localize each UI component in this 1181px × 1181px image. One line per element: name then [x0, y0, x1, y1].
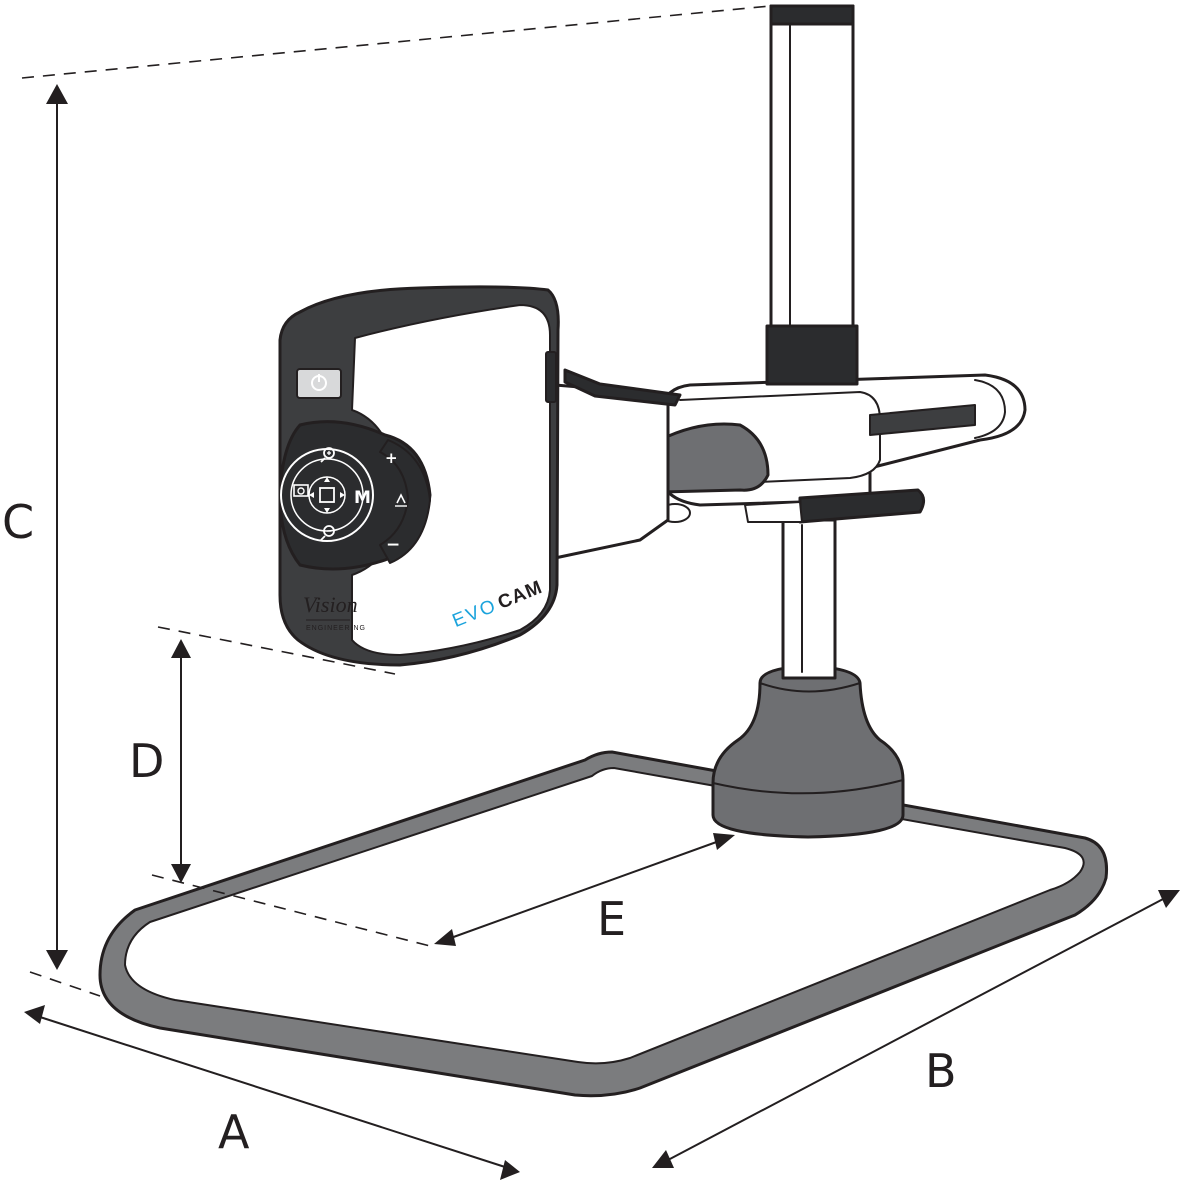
dimension-e: E	[434, 833, 735, 946]
dimension-d: D	[129, 626, 431, 947]
plus-button[interactable]: +	[385, 449, 398, 467]
dimension-c-arrow-bottom	[46, 950, 68, 970]
dimension-e-arrow-left	[434, 929, 456, 946]
dimension-a-arrow-right	[500, 1160, 520, 1180]
dimension-a-label: A	[218, 1105, 250, 1159]
dimension-b-label: B	[925, 1044, 957, 1098]
lower-post	[781, 518, 837, 680]
column-foot	[711, 664, 905, 839]
dimension-e-label: E	[597, 892, 626, 946]
autofocus-icon[interactable]	[395, 493, 407, 507]
dimension-a: A	[24, 1005, 520, 1180]
dimension-c-label: C	[2, 495, 34, 549]
dimension-b: B	[652, 890, 1180, 1168]
zoom-out-icon[interactable]	[320, 525, 335, 541]
navigation-pad-icon	[319, 487, 335, 503]
nav-down-arrow[interactable]	[324, 508, 330, 513]
camera-body: M + − Vision ENGINEERING EVO CAM	[278, 285, 560, 667]
nav-right-arrow[interactable]	[340, 492, 345, 498]
dimension-c-arrow-top	[46, 84, 68, 104]
dimension-e-arrow-right	[713, 833, 735, 850]
brand-tagline: ENGINEERING	[306, 625, 366, 632]
dimension-d-arrow-bottom	[171, 864, 191, 883]
power-icon	[311, 374, 327, 391]
dimension-b-arrow-right	[1158, 890, 1180, 908]
brand-name: Vision	[303, 592, 358, 617]
base-plate-top	[124, 767, 1085, 1065]
camera-icon[interactable]	[293, 484, 309, 497]
power-button[interactable]	[296, 368, 342, 399]
dimension-b-arrow-left	[652, 1150, 674, 1168]
nav-up-arrow[interactable]	[324, 477, 330, 482]
side-slider[interactable]	[545, 351, 557, 403]
zoom-in-icon[interactable]	[320, 447, 335, 463]
dimension-d-arrow-top	[171, 639, 191, 658]
menu-button[interactable]: M	[354, 488, 371, 508]
navigation-pad[interactable]	[308, 476, 346, 514]
dimension-a-arrow-left	[24, 1005, 45, 1024]
nav-left-arrow[interactable]	[309, 492, 314, 498]
zoom-rocker[interactable]	[379, 439, 431, 564]
dimension-d-label: D	[129, 734, 164, 788]
upper-column	[765, 4, 859, 386]
vision-engineering-logo: Vision ENGINEERING	[303, 592, 366, 632]
base-plate	[98, 750, 1109, 1098]
dimension-c: C	[2, 5, 771, 997]
camera-mount	[553, 383, 670, 560]
minus-button[interactable]: −	[386, 535, 400, 555]
